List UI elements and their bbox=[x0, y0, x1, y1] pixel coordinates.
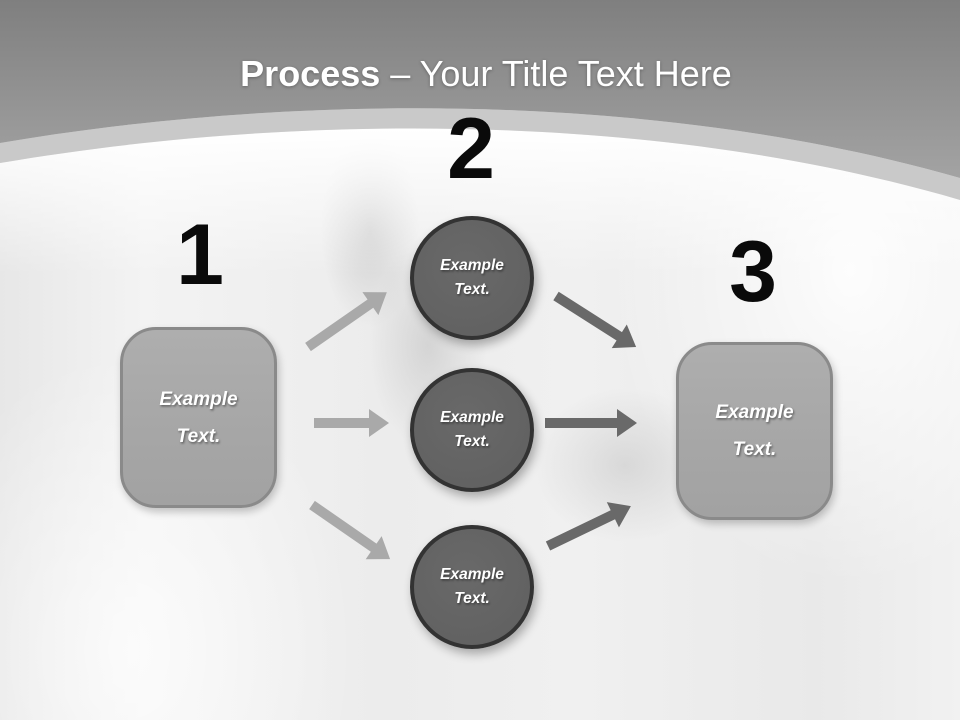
title-rest: – Your Title Text Here bbox=[380, 53, 732, 94]
title-emphasis: Process bbox=[240, 53, 381, 94]
arrow-left-bottom-shape bbox=[309, 500, 391, 560]
arrow-right-middle bbox=[545, 409, 637, 437]
arrow-left-middle-shape bbox=[314, 409, 389, 437]
step-number-2: 2 bbox=[447, 101, 495, 197]
header-curve bbox=[0, 0, 960, 178]
process-box-left-label: Example Text. bbox=[159, 388, 238, 447]
arrow-left-middle bbox=[314, 409, 389, 437]
arrow-left-top bbox=[305, 292, 387, 352]
process-circle-middle[interactable]: Example Text. bbox=[410, 368, 534, 492]
arrow-right-bottom-shape bbox=[545, 502, 631, 551]
step-number-3: 3 bbox=[729, 224, 777, 320]
header-ribbon bbox=[0, 0, 960, 300]
header-band bbox=[0, 108, 960, 200]
process-circle-bottom[interactable]: Example Text. bbox=[410, 525, 534, 649]
process-circle-middle-label: Example Text. bbox=[440, 409, 504, 450]
slide-title: Process – Your Title Text Here bbox=[6, 52, 960, 96]
arrow-right-top-shape bbox=[553, 291, 637, 349]
process-circle-bottom-label: Example Text. bbox=[440, 566, 504, 607]
arrow-right-top bbox=[553, 291, 637, 349]
header-highlight bbox=[0, 128, 960, 300]
arrow-left-bottom bbox=[309, 500, 391, 560]
process-box-right-label: Example Text. bbox=[715, 402, 794, 460]
process-circle-top-label: Example Text. bbox=[440, 257, 504, 298]
process-box-right[interactable]: Example Text. bbox=[676, 342, 833, 520]
arrow-left-top-shape bbox=[305, 292, 387, 352]
process-circle-top[interactable]: Example Text. bbox=[410, 216, 534, 340]
process-box-left[interactable]: Example Text. bbox=[120, 327, 277, 508]
arrow-right-bottom bbox=[545, 502, 631, 551]
step-number-1: 1 bbox=[176, 207, 224, 303]
arrow-right-middle-shape bbox=[545, 409, 637, 437]
